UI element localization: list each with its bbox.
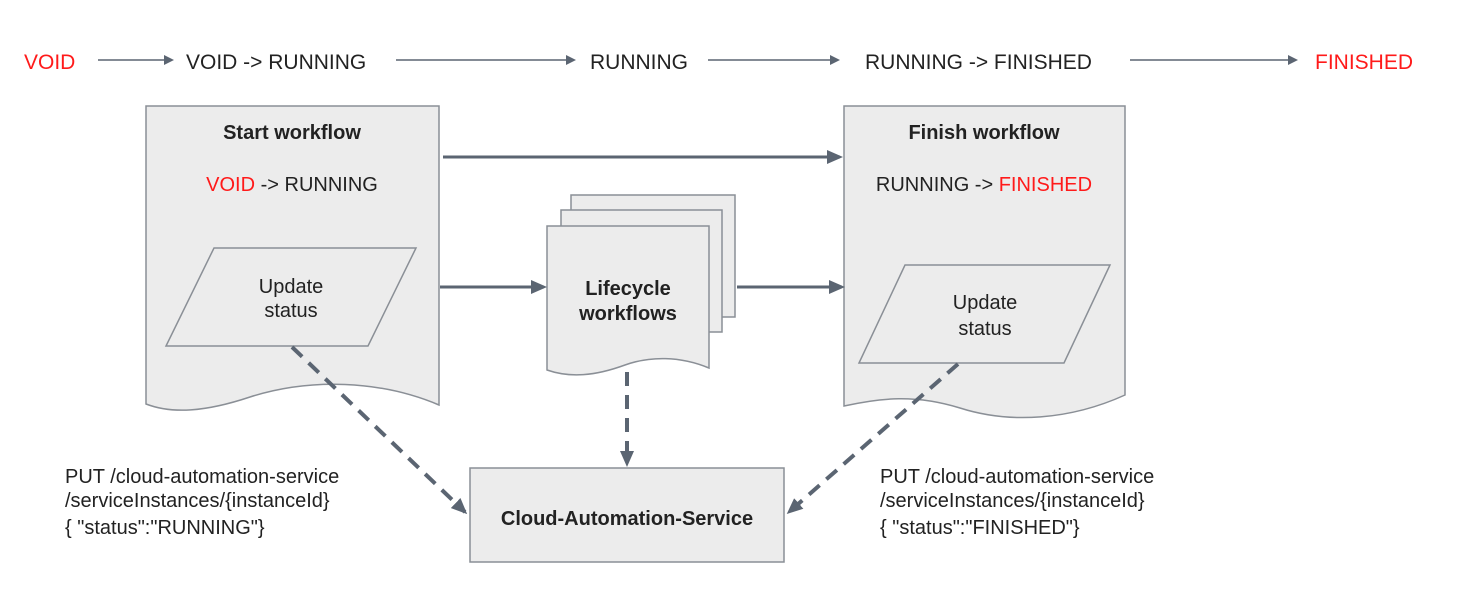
- finish-api-call-arrow: [786, 362, 960, 514]
- finish-update-status-shape: [857, 264, 1112, 364]
- finish-update-status-line2: status: [958, 318, 1011, 340]
- state-running-to-finished: RUNNING -> FINISHED: [865, 51, 1092, 74]
- lifecycle-label-line2: workflows: [578, 303, 677, 325]
- state-timeline: VOID VOID -> RUNNING RUNNING RUNNING -> …: [24, 51, 1413, 74]
- state-void: VOID: [24, 51, 75, 74]
- start-workflow-document: Start workflow VOID -> RUNNING Update st…: [145, 105, 440, 411]
- api-left-line2: /serviceInstances/{instanceId}: [65, 490, 330, 512]
- start-update-status-shape: [164, 247, 418, 347]
- start-update-status-line2: status: [264, 300, 317, 322]
- cloud-automation-service-box: Cloud-Automation-Service: [469, 467, 785, 563]
- api-right-line1: PUT /cloud-automation-service: [880, 466, 1154, 488]
- api-left-line1: PUT /cloud-automation-service: [65, 466, 339, 488]
- api-call-right: PUT /cloud-automation-service /serviceIn…: [880, 466, 1154, 539]
- finish-update-status-line1: Update: [953, 292, 1018, 314]
- start-workflow-transition: VOID -> RUNNING: [206, 174, 378, 196]
- start-update-status-line1: Update: [259, 276, 324, 298]
- state-finished: FINISHED: [1315, 51, 1413, 74]
- api-right-line3: { "status":"FINISHED"}: [880, 517, 1080, 539]
- service-label: Cloud-Automation-Service: [501, 508, 753, 530]
- finish-workflow-transition: RUNNING -> FINISHED: [876, 174, 1092, 196]
- api-call-left: PUT /cloud-automation-service /serviceIn…: [65, 466, 339, 539]
- finish-workflow-title: Finish workflow: [908, 122, 1060, 144]
- lifecycle-doc-front: [546, 225, 710, 376]
- service-rect: [469, 467, 785, 563]
- finish-workflow-document: Finish workflow RUNNING -> FINISHED Upda…: [843, 105, 1126, 419]
- state-running: RUNNING: [590, 51, 688, 74]
- start-api-call-arrow: [290, 345, 468, 515]
- finish-workflow-shape: [843, 105, 1126, 419]
- state-void-to-running: VOID -> RUNNING: [186, 51, 366, 74]
- api-left-line3: { "status":"RUNNING"}: [65, 517, 265, 539]
- start-workflow-title: Start workflow: [223, 122, 361, 144]
- lifecycle-workflows-stack: Lifecycle workflows: [546, 194, 736, 376]
- api-right-line2: /serviceInstances/{instanceId}: [880, 490, 1145, 512]
- lifecycle-label-line1: Lifecycle: [585, 278, 671, 300]
